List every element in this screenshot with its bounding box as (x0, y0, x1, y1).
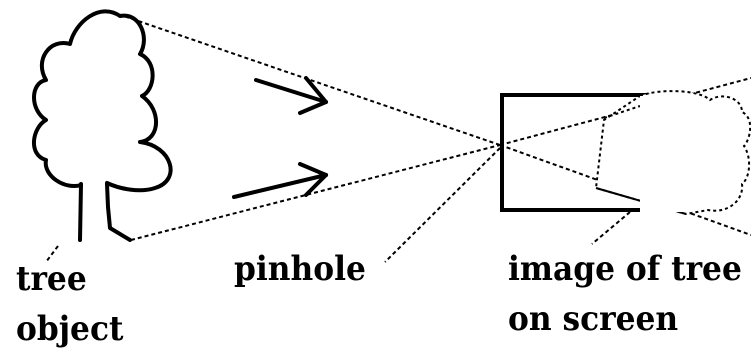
label-image-of-tree: image of tree (508, 249, 742, 289)
arrows (232, 76, 328, 199)
inverted-tree-image (594, 90, 751, 216)
leader-lines (45, 147, 631, 263)
image-mask (640, 96, 686, 212)
tree-crown (32, 9, 173, 193)
label-tree: tree (16, 259, 87, 299)
tree-object (32, 9, 173, 242)
leader-image (591, 211, 631, 245)
arrow-lower (232, 162, 328, 199)
tree-trunk (78, 182, 132, 242)
inverted-trunk-top (603, 105, 641, 119)
arrow-upper (254, 76, 328, 115)
ray-bottom (130, 144, 501, 241)
label-pinhole: pinhole (234, 249, 366, 289)
label-on-screen: on screen (508, 299, 679, 339)
leader-tree (45, 245, 59, 263)
label-object: object (16, 309, 124, 349)
leader-pinhole (384, 147, 501, 263)
